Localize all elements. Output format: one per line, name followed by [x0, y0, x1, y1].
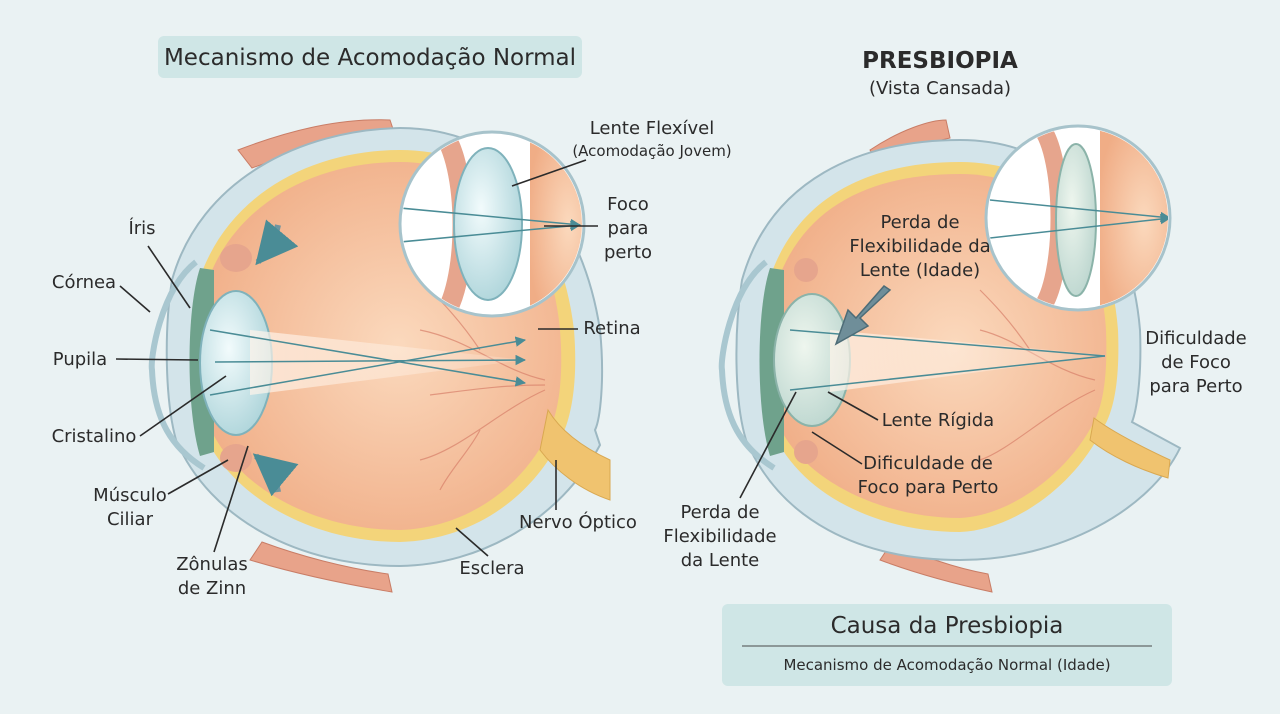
- label-difficulty-right-3: para Perto: [1149, 376, 1242, 397]
- label-sclera: Esclera: [459, 558, 524, 579]
- label-zonules-1: Zônulas: [176, 554, 248, 575]
- label-loss-bottom-3: da Lente: [681, 550, 760, 571]
- ray-bottom: [209, 336, 527, 396]
- light-beam-right: [830, 330, 1105, 392]
- ciliary-bottom: [220, 444, 252, 472]
- cause-subtitle: Mecanismo de Acomodação Normal (Idade): [783, 656, 1110, 674]
- label-difficulty-2: Foco para Perto: [858, 477, 999, 498]
- light-beam: [250, 330, 525, 395]
- cause-title: Causa da Presbiopia: [831, 613, 1064, 639]
- label-crystalline: Cristalino: [52, 426, 137, 447]
- ray-top: [209, 329, 527, 387]
- label-difficulty-1: Dificuldade de: [863, 453, 993, 474]
- leader-loss-bottom: [739, 391, 797, 499]
- normal-eye: [148, 119, 611, 593]
- label-focus-1: Foco: [607, 194, 649, 215]
- lens-inset-right: [984, 124, 1172, 312]
- ray-mid: [214, 354, 527, 366]
- lower-muscle: [249, 541, 393, 593]
- ciliary-bottom-right: [794, 440, 818, 464]
- label-optic-nerve: Nervo Óptico: [519, 511, 637, 533]
- leader-cornea: [119, 285, 151, 313]
- label-lens-flexible: Lente Flexível: [590, 118, 715, 139]
- leader-pupil: [115, 358, 199, 361]
- right-title: PRESBIOPIA: [862, 48, 1018, 74]
- accommodation-arrow-bottom: [252, 453, 299, 497]
- ciliary-top-right: [794, 258, 818, 282]
- label-zonules-2: de Zinn: [178, 578, 246, 599]
- label-loss-3: Lente (Idade): [860, 260, 980, 281]
- leader-difficulty: [811, 431, 863, 465]
- left-title: Mecanismo de Acomodação Normal: [164, 45, 576, 71]
- cornea: [148, 259, 206, 471]
- right-subtitle: (Vista Cansada): [869, 78, 1011, 99]
- leader-rigid-lens: [827, 391, 879, 421]
- optic-nerve: [539, 408, 611, 501]
- accommodation-arrow-top: [255, 219, 299, 266]
- leader-ciliary: [167, 459, 229, 495]
- pressure-arrow: [834, 285, 892, 346]
- label-loss-1: Perda de: [880, 212, 959, 233]
- label-lens-flexible-sub: (Acomodação Jovem): [572, 142, 731, 160]
- label-focus-2: para: [608, 218, 649, 239]
- leader-lens-flexible: [511, 159, 587, 187]
- label-cornea: Córnea: [52, 272, 116, 293]
- label-loss-2: Flexibilidade da: [849, 236, 990, 257]
- label-focus-3: perto: [604, 242, 652, 263]
- label-loss-bottom-2: Flexibilidade: [663, 526, 776, 547]
- iris-right: [759, 268, 784, 456]
- label-ciliary-1: Músculo: [93, 485, 167, 506]
- label-loss-bottom-1: Perda de: [680, 502, 759, 523]
- cornea-right: [718, 259, 776, 471]
- leader-crystalline: [139, 375, 227, 437]
- label-retina: Retina: [583, 318, 640, 339]
- presbyopic-eye: [718, 119, 1182, 593]
- label-difficulty-right-1: Dificuldade: [1145, 328, 1246, 349]
- leader-iris: [147, 245, 191, 309]
- label-difficulty-right-2: de Foco: [1161, 352, 1231, 373]
- label-ciliary-2: Ciliar: [107, 509, 154, 530]
- left-title-box: [158, 36, 582, 78]
- cause-box: [722, 604, 1172, 686]
- ray-bottom-right: [789, 355, 1106, 391]
- label-iris: Íris: [128, 217, 155, 239]
- label-pupil: Pupila: [53, 349, 107, 370]
- ciliary-top: [220, 244, 252, 272]
- label-rigid-lens: Lente Rígida: [882, 410, 994, 431]
- leader-sclera: [455, 527, 489, 557]
- optic-nerve-right: [1089, 417, 1171, 479]
- leader-zonules: [213, 445, 249, 553]
